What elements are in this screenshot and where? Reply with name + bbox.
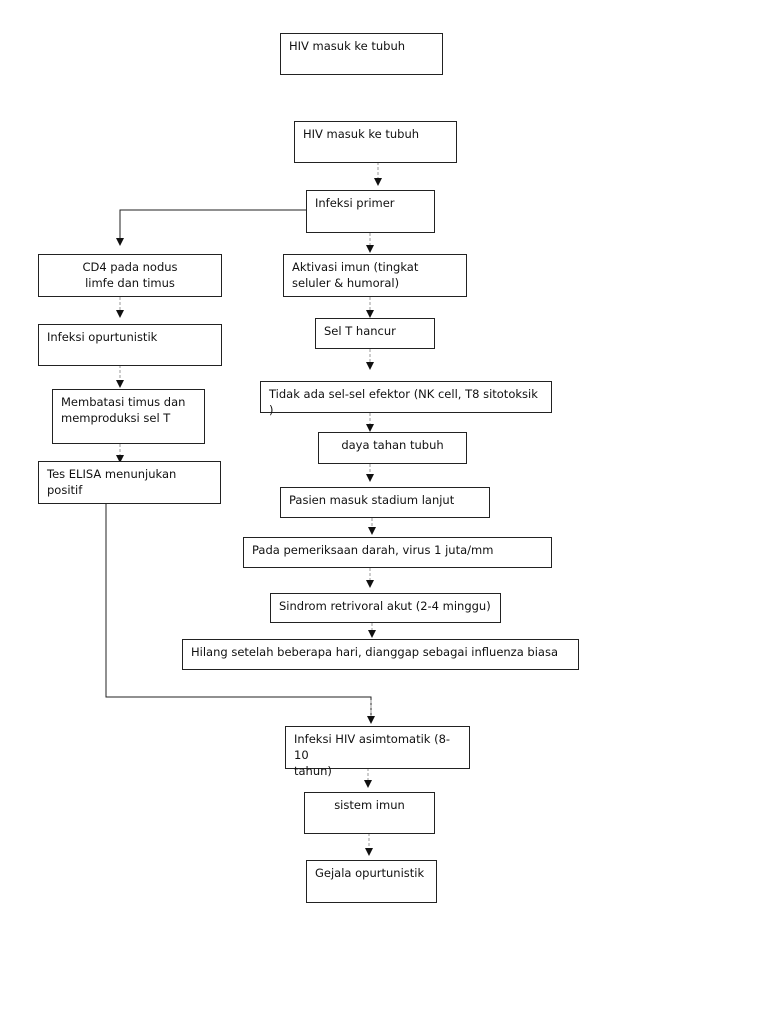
node-hiv-top: HIV masuk ke tubuh	[280, 33, 443, 75]
node-aktivasi-imun: Aktivasi imun (tingkat seluler & humoral…	[283, 254, 467, 297]
node-hiv-main: HIV masuk ke tubuh	[294, 121, 457, 163]
arrowhead	[366, 474, 374, 482]
node-sindrom-retroviral: Sindrom retrivoral akut (2-4 minggu)	[270, 593, 501, 623]
arrowhead	[368, 527, 376, 535]
arrowhead	[116, 310, 124, 318]
node-sel-t-hancur: Sel T hancur	[315, 318, 435, 349]
arrowhead	[366, 310, 374, 318]
node-tidak-ada-efektor: Tidak ada sel-sel efektor (NK cell, T8 s…	[260, 381, 552, 417]
arrowhead	[367, 716, 375, 724]
arrowhead	[366, 580, 374, 588]
node-pemeriksaan-darah: Pada pemeriksaan darah, virus 1 juta/mm	[243, 537, 552, 568]
arrowhead	[365, 848, 373, 856]
node-pasien-lanjut: Pasien masuk stadium lanjut	[280, 487, 490, 518]
node-sistem-imun: sistem imun	[304, 792, 435, 834]
arrowhead	[116, 380, 124, 388]
node-daya-tahan: daya tahan tubuh	[318, 432, 467, 464]
node-infeksi-primer: Infeksi primer	[306, 190, 435, 233]
node-membatasi-timus: Membatasi timus dan memproduksi sel T	[52, 389, 205, 444]
node-infeksi-asimtomatik: Infeksi HIV asimtomatik (8-10 tahun)	[285, 726, 470, 778]
node-gejala-oportunistik: Gejala opurtunistik	[306, 860, 437, 903]
connector-primer-branch	[119, 209, 306, 238]
node-hilang-influenza: Hilang setelah beberapa hari, dianggap s…	[182, 639, 579, 670]
arrowhead	[366, 362, 374, 370]
arrowhead	[374, 178, 382, 186]
arrowhead	[364, 780, 372, 788]
node-cd4: CD4 pada nodus limfe dan timus	[38, 254, 222, 297]
arrowhead	[366, 245, 374, 253]
arrowhead	[368, 630, 376, 638]
arrowhead	[116, 238, 124, 246]
node-tes-elisa: Tes ELISA menunjukan positif	[38, 461, 221, 504]
arrowhead	[116, 455, 124, 463]
arrowhead	[366, 424, 374, 432]
node-infeksi-oportunistik: Infeksi opurtunistik	[38, 324, 222, 366]
